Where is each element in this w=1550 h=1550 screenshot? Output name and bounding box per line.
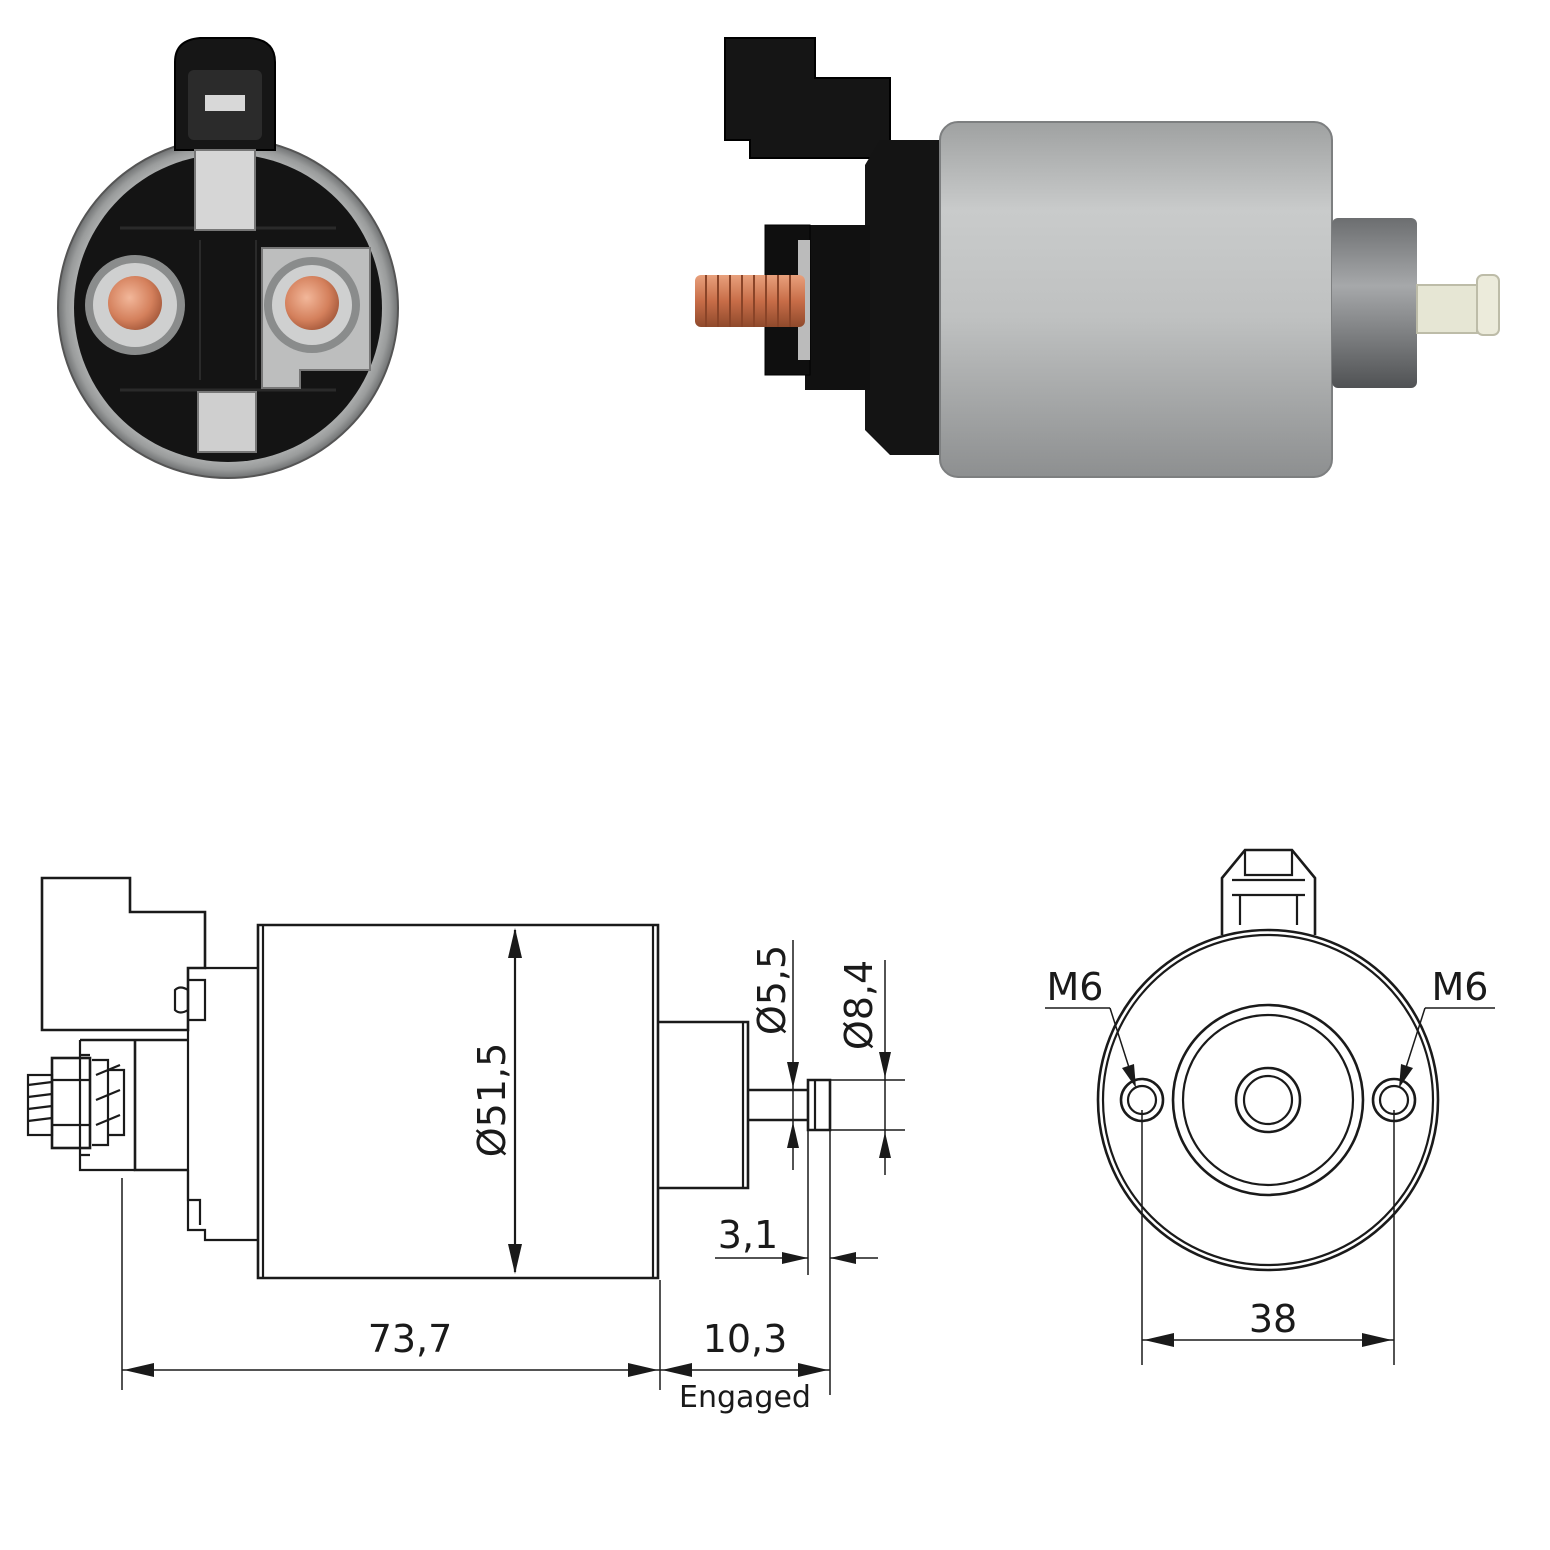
- drawing-body: [256, 923, 660, 1280]
- dim-hole-spacing: 38: [1249, 1297, 1297, 1341]
- copper-terminal-left: [108, 276, 162, 330]
- copper-terminal-right: [285, 276, 339, 330]
- terminal-tab-top: [194, 149, 256, 231]
- plunger-sleeve: [1332, 218, 1417, 388]
- photo-side-view: [695, 37, 1500, 478]
- dim-body-length: 73,7: [368, 1317, 453, 1361]
- drawing-connector: [40, 876, 207, 1032]
- drawing-nut: [50, 1056, 92, 1150]
- end-sleeve-outer: [1171, 1003, 1365, 1197]
- end-plunger: [1234, 1066, 1302, 1134]
- terminal-cap: [74, 154, 382, 462]
- copper-stud: [695, 275, 805, 327]
- dim-tip-diameter: Ø8,4: [837, 960, 881, 1050]
- side-connector: [724, 37, 891, 159]
- dim-engaged-travel: 10,3: [703, 1317, 788, 1361]
- drawing-sleeve: [658, 1020, 750, 1190]
- drawing-plunger: [748, 1088, 808, 1122]
- nylon-tip: [1476, 274, 1500, 336]
- end-drawing: M6 M6 38: [1045, 848, 1495, 1365]
- steel-body: [939, 121, 1333, 478]
- end-connector: [1220, 848, 1317, 935]
- dim-body-diameter: Ø51,5: [470, 1043, 514, 1158]
- terminal-tab-bottom: [197, 391, 257, 453]
- connector-pin: [205, 95, 245, 111]
- engaged-label: Engaged: [679, 1380, 811, 1415]
- thread-label-left: M6: [1047, 965, 1104, 1009]
- photo-end-view: [57, 37, 399, 479]
- drawing-plunger-tip: [806, 1078, 832, 1132]
- side-drawing: Ø51,5 Ø5,5 Ø8,4 3,1 73,7 10,3 Engage: [26, 876, 905, 1415]
- dim-plunger-diameter: Ø5,5: [750, 945, 794, 1035]
- dim-tip-length: 3,1: [718, 1213, 778, 1257]
- thread-label-right: M6: [1432, 965, 1489, 1009]
- black-cap: [865, 140, 940, 455]
- end-outer-housing: [1096, 928, 1440, 1272]
